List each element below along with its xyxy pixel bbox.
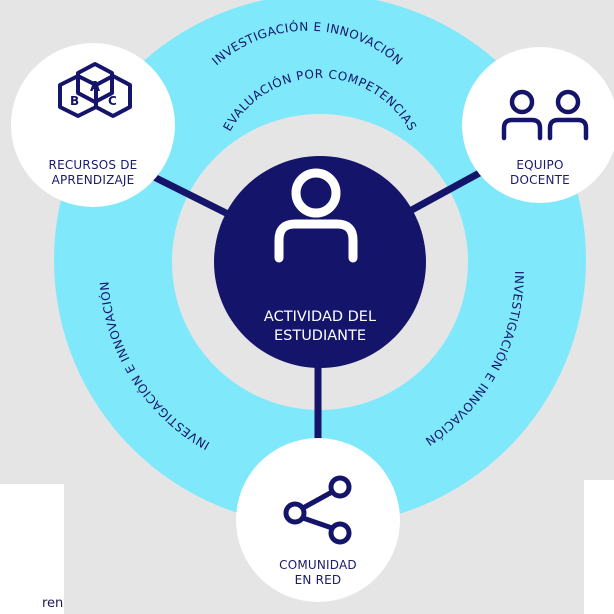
share-network-icon [283,475,352,545]
center-line1: ACTIVIDAD DEL [263,309,377,325]
abc-blocks-icon: A B C [58,62,132,118]
node-team-line1: EQUIPO [516,158,564,172]
node-resources-circle[interactable] [11,43,175,207]
svg-text:A: A [90,80,100,95]
node-team-line2: DOCENTE [510,173,570,187]
node-team-label: EQUIPO DOCENTE [480,158,600,188]
node-community-label: COMUNIDAD EN RED [258,558,378,588]
two-people-icon [501,89,589,141]
node-resources-label: RECURSOS DE APRENDIZAJE [28,158,158,188]
left-side-card [0,484,64,614]
center-label: ACTIVIDAD DEL ESTUDIANTE [245,308,395,346]
right-side-card [584,480,614,614]
node-community-circle[interactable] [236,438,400,602]
node-community-line1: COMUNIDAD [279,558,357,572]
svg-text:B: B [70,94,79,108]
node-resources-line1: RECURSOS DE [48,158,138,172]
person-icon [274,168,358,263]
center-line2: ESTUDIANTE [273,328,367,344]
node-resources-line2: APRENDIZAJE [51,173,135,187]
svg-text:C: C [108,94,117,108]
left-card-text: ren [42,596,64,611]
node-community-line2: EN RED [294,573,342,587]
center-circle [214,156,426,368]
